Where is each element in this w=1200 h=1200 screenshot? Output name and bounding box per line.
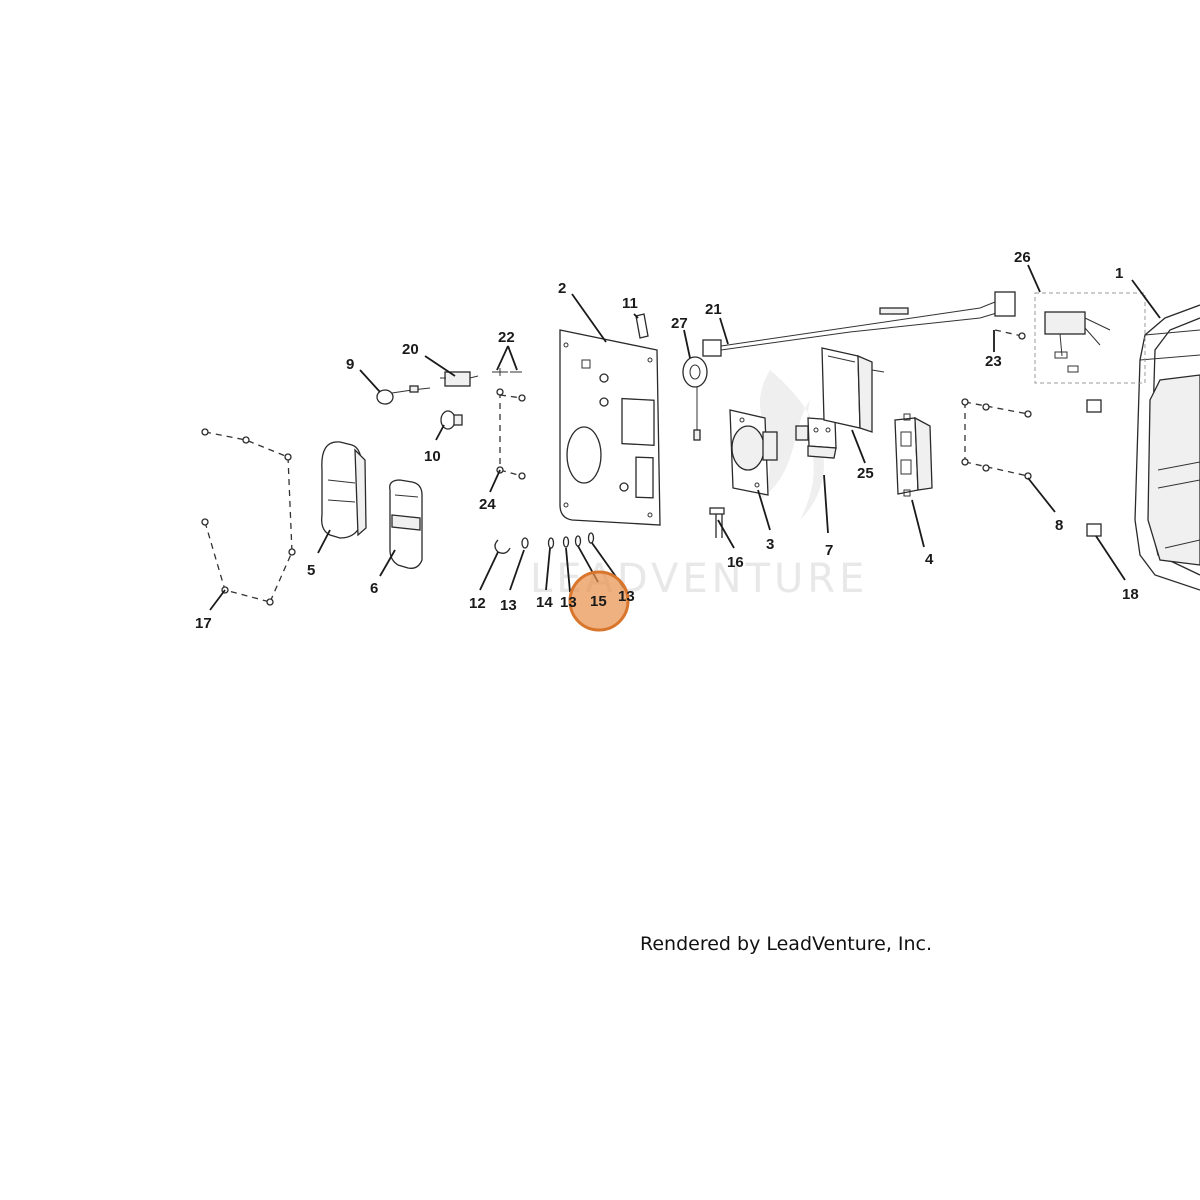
part-11-pin[interactable]: [635, 313, 649, 339]
callout-13-c[interactable]: 13: [618, 588, 635, 605]
part-5-outlet-cover[interactable]: [321, 441, 367, 539]
part-10-connector[interactable]: [440, 410, 463, 430]
callout-11[interactable]: 11: [622, 295, 638, 312]
part-21-wire-harness[interactable]: [702, 291, 1016, 357]
callout-18[interactable]: 18: [1122, 586, 1139, 603]
part-7-circuit-breaker[interactable]: [795, 417, 837, 459]
callout-23[interactable]: 23: [985, 353, 1002, 370]
callout-10[interactable]: 10: [424, 448, 441, 465]
callout-27[interactable]: 27: [671, 315, 688, 332]
part-16-bolt[interactable]: [709, 507, 725, 538]
callout-7[interactable]: 7: [825, 542, 833, 559]
callout-16[interactable]: 16: [727, 554, 744, 571]
part-27-ferrite-ring[interactable]: [682, 356, 708, 441]
callout-2[interactable]: 2: [558, 280, 566, 297]
leader-lines: [209, 264, 1161, 611]
callout-17[interactable]: 17: [195, 615, 212, 632]
part-6-outlet-cover[interactable]: [389, 479, 423, 569]
callout-3[interactable]: 3: [766, 536, 774, 553]
part-4-duplex-outlet[interactable]: [894, 413, 933, 497]
part-1-housing[interactable]: [1134, 304, 1200, 591]
callout-25[interactable]: 25: [857, 465, 874, 482]
callout-4[interactable]: 4: [925, 551, 934, 568]
part-2-panel-plate[interactable]: [559, 329, 661, 526]
callout-13-a[interactable]: 13: [500, 597, 517, 614]
callout-13-b[interactable]: 13: [560, 594, 577, 611]
callout-20[interactable]: 20: [402, 341, 419, 358]
callout-9[interactable]: 9: [346, 356, 354, 373]
callout-5[interactable]: 5: [307, 562, 315, 579]
callout-22[interactable]: 22: [498, 329, 515, 346]
callout-12[interactable]: 12: [469, 595, 486, 612]
part-26-harness-kit[interactable]: [1034, 292, 1146, 384]
part-17-screw-set[interactable]: [201, 428, 296, 606]
part-24-screws[interactable]: [496, 388, 526, 480]
small-screws-13-15[interactable]: [521, 532, 595, 549]
render-credit: Rendered by LeadVenture, Inc.: [640, 933, 933, 955]
callout-26[interactable]: 26: [1014, 249, 1031, 266]
part-8-screws[interactable]: [961, 398, 1032, 480]
part-3-receptacle[interactable]: [729, 409, 778, 496]
part-12-clip[interactable]: [494, 539, 511, 554]
part-9-switch[interactable]: [376, 385, 431, 405]
part-22-screws[interactable]: [492, 368, 522, 376]
callout-6[interactable]: 6: [370, 580, 378, 597]
part-25-inverter-module[interactable]: [821, 347, 885, 433]
callout-15[interactable]: 15: [590, 593, 607, 610]
callout-14[interactable]: 14: [536, 594, 553, 611]
callout-8[interactable]: 8: [1055, 517, 1063, 534]
callout-1[interactable]: 1: [1115, 265, 1123, 282]
part-18-nut-clips[interactable]: [1086, 399, 1102, 537]
callout-labels: 1 2 3 4 5 6 7 8 9 10 11 12 13 13 13 14 1…: [195, 249, 1139, 632]
highlight-marker: [568, 570, 630, 632]
part-23-screw[interactable]: [994, 329, 1026, 340]
callout-24[interactable]: 24: [479, 496, 496, 513]
part-20-switch[interactable]: [440, 371, 479, 387]
callout-21[interactable]: 21: [705, 301, 722, 318]
